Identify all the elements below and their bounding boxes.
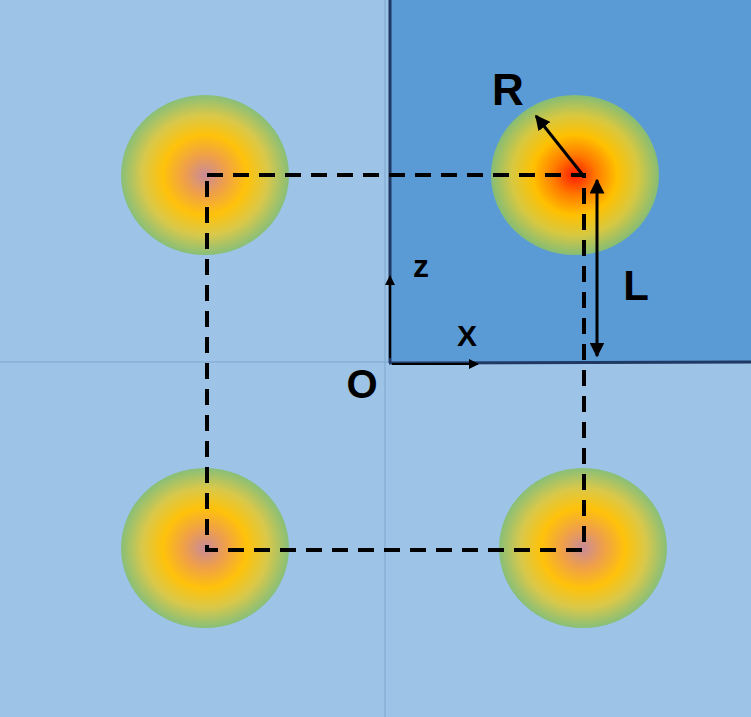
quadrant-border [389,0,392,363]
quadrant-border [389,362,751,363]
origin-label: O [343,363,380,405]
axis-label: z [410,249,432,283]
x-axis-arrow [392,363,478,365]
length-label: L [620,264,652,308]
axis-label: X [454,320,480,352]
dashed-square [207,175,584,550]
axis-line [385,0,386,717]
radius-label: R [489,67,527,113]
quadrant-region [389,0,751,362]
length-arrow [596,180,599,356]
radius-arrow [536,116,582,174]
z-axis-arrow [389,276,391,358]
